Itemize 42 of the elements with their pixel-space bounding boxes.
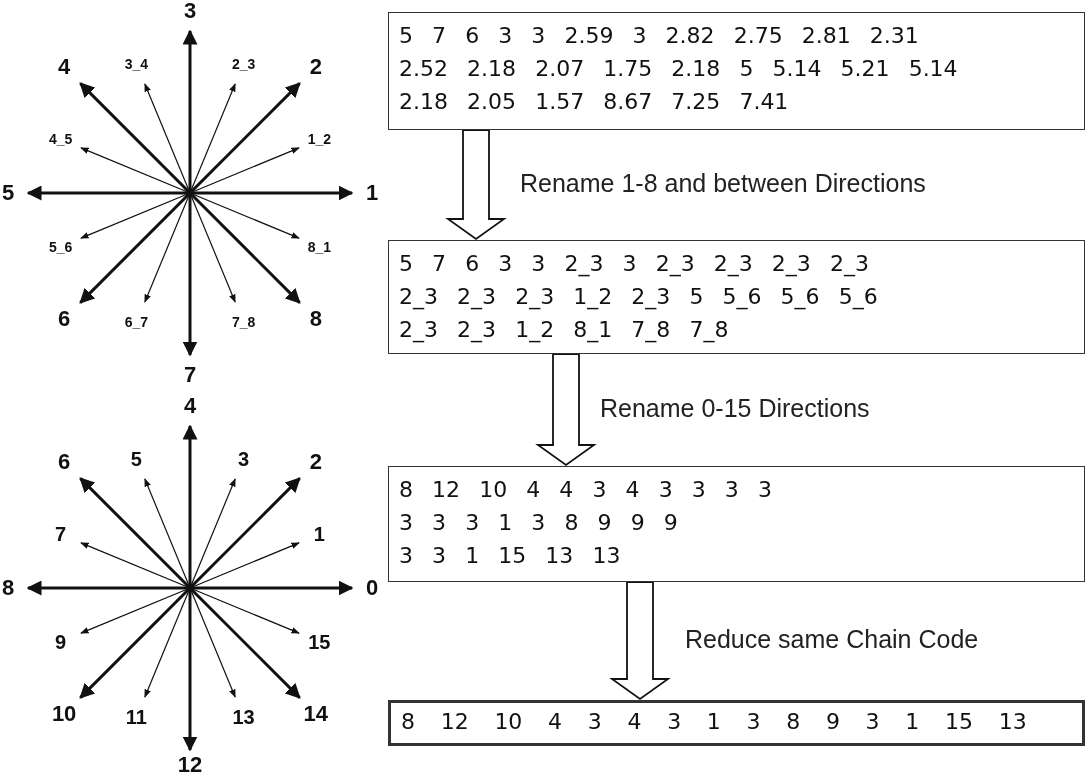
direction-label: 2_3 bbox=[231, 55, 256, 72]
direction-label: 5 bbox=[1, 180, 15, 206]
hollow-arrow bbox=[445, 129, 507, 241]
direction-label: 6 bbox=[58, 305, 71, 332]
hollow-arrow bbox=[535, 353, 597, 467]
direction-label: 2 bbox=[309, 449, 322, 476]
number-sequence-box: 8 12 10 4 4 3 4 3 3 3 3 3 3 3 1 3 8 9 9 9 3 3 1 15 13 13 bbox=[388, 466, 1085, 582]
direction-label: 7_8 bbox=[231, 314, 256, 331]
direction-label: 4 bbox=[58, 54, 71, 81]
direction-label: 9 bbox=[55, 630, 67, 654]
direction-label: 1 bbox=[365, 180, 379, 206]
direction-label: 12 bbox=[177, 752, 203, 778]
direction-label: 13 bbox=[232, 705, 255, 729]
direction-label: 11 bbox=[125, 705, 147, 729]
number-sequence-box: 5 7 6 3 3 2_3 3 2_3 2_3 2_3 2_3 2_3 2_3 2_3 1_2 2_3 5 5_6 5_6 5_6 2_3 2_3 1_2 8_1 7_8 7_8 bbox=[388, 240, 1085, 354]
direction-label: 6_7 bbox=[124, 314, 149, 331]
direction-label: 3_4 bbox=[124, 55, 149, 72]
direction-label: 15 bbox=[308, 630, 331, 654]
number-sequence-box: 8 12 10 4 3 4 3 1 3 8 9 3 1 15 13 bbox=[388, 700, 1085, 746]
direction-label: 6 bbox=[58, 449, 71, 476]
direction-label: 1 bbox=[313, 522, 325, 546]
direction-label: 8 bbox=[1, 575, 15, 601]
direction-label: 0 bbox=[365, 575, 379, 601]
direction-label: 4_5 bbox=[49, 131, 73, 148]
direction-label: 14 bbox=[303, 700, 329, 727]
direction-label: 1_2 bbox=[307, 131, 331, 148]
direction-label: 3 bbox=[183, 0, 197, 24]
direction-label: 5 bbox=[130, 447, 142, 471]
direction-label: 7 bbox=[183, 362, 197, 388]
edge-label: Reduce same Chain Code bbox=[685, 625, 979, 654]
direction-label: 5_6 bbox=[49, 238, 73, 255]
direction-label: 8 bbox=[309, 305, 322, 332]
direction-label: 8_1 bbox=[307, 238, 331, 255]
direction-label: 3 bbox=[238, 447, 250, 471]
edge-label: Rename 0-15 Directions bbox=[600, 394, 870, 423]
direction-label: 2 bbox=[309, 54, 322, 81]
direction-label: 10 bbox=[51, 700, 77, 727]
number-sequence-box: 5 7 6 3 3 2.59 3 2.82 2.75 2.81 2.31 2.52 2.18 2.07 1.75 2.18 5 5.14 5.21 5.14 2.18 2.05 1.57 8.67 7.25 7.41 bbox=[388, 12, 1085, 130]
direction-label: 7 bbox=[55, 522, 67, 546]
hollow-arrow bbox=[609, 581, 671, 701]
direction-label: 4 bbox=[183, 393, 197, 419]
edge-label: Rename 1-8 and between Directions bbox=[520, 169, 926, 198]
